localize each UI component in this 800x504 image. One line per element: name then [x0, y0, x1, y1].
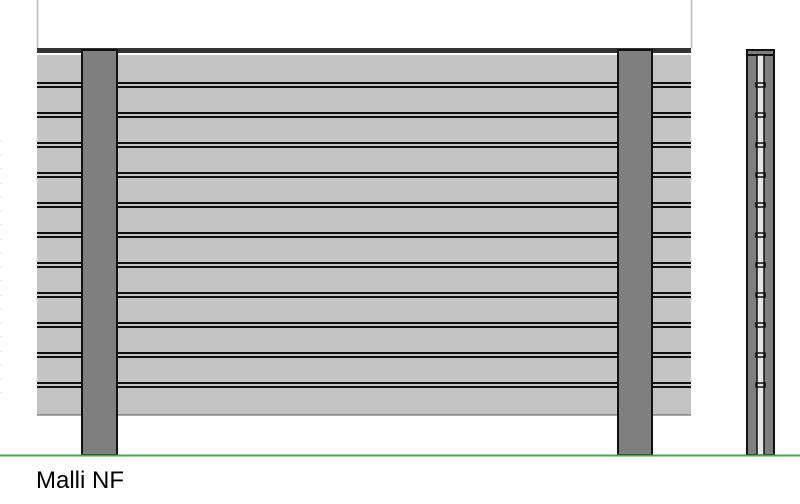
fence-post	[81, 49, 118, 456]
fence-board	[37, 55, 691, 85]
side-view-joint	[755, 382, 766, 388]
fence-board	[37, 85, 691, 115]
fence-board	[37, 145, 691, 175]
fence-board	[37, 235, 691, 265]
side-view-joint	[755, 232, 766, 238]
fence-board	[37, 295, 691, 325]
side-view-joint	[755, 172, 766, 178]
side-view-joint	[755, 322, 766, 328]
side-view-boards	[756, 54, 765, 456]
fence-board	[37, 385, 691, 415]
side-view-joint	[755, 142, 766, 148]
fence-board	[37, 175, 691, 205]
side-view-joint	[755, 292, 766, 298]
side-view-joint	[755, 352, 766, 358]
fence-board	[37, 325, 691, 355]
side-view-joint	[755, 202, 766, 208]
side-view-joint	[755, 262, 766, 268]
fence-board	[37, 205, 691, 235]
fence-board	[37, 115, 691, 145]
fence-board	[37, 265, 691, 295]
side-view-joint	[755, 112, 766, 118]
fence-board	[37, 355, 691, 385]
top-rail	[37, 48, 691, 53]
fence-post	[617, 49, 653, 456]
model-caption: Malli NF	[36, 467, 124, 494]
side-view-joint	[755, 82, 766, 88]
